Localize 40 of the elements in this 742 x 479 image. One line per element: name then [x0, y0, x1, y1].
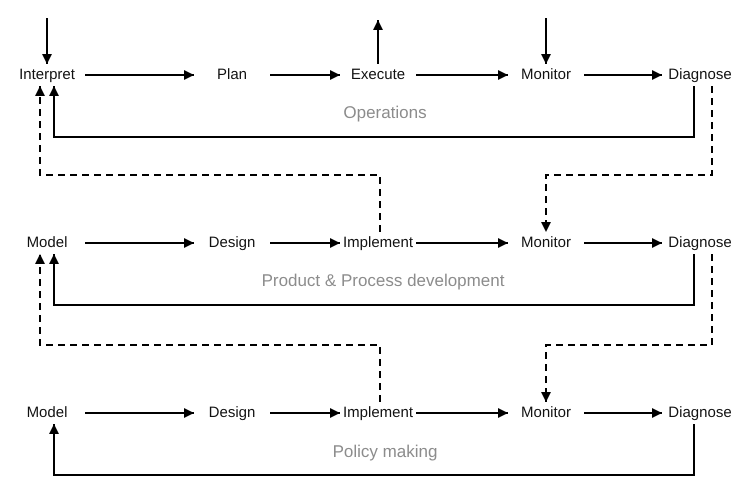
- arrow: [49, 86, 695, 138]
- step-label: Design: [194, 232, 270, 254]
- step-label: Execute: [340, 64, 416, 86]
- step-label: Implement: [340, 232, 416, 254]
- step-label: Diagnose: [662, 402, 738, 424]
- step-label: Design: [194, 402, 270, 424]
- row-title: Operations: [343, 103, 427, 123]
- arrow: [49, 254, 695, 306]
- step-label: Model: [9, 232, 85, 254]
- step-label: Monitor: [508, 232, 584, 254]
- step-label: Monitor: [508, 402, 584, 424]
- step-label: Diagnose: [662, 64, 738, 86]
- row-title: Policy making: [332, 442, 438, 462]
- step-label: Model: [9, 402, 85, 424]
- arrow: [584, 70, 662, 80]
- row-title: Product & Process development: [262, 271, 504, 291]
- step-label: Diagnose: [662, 232, 738, 254]
- arrow: [541, 18, 551, 64]
- arrow: [85, 70, 194, 80]
- dashed-arrow: [35, 254, 381, 402]
- dashed-arrow: [541, 86, 713, 232]
- arrow: [85, 238, 194, 248]
- step-label: Interpret: [9, 64, 85, 86]
- step-label: Implement: [340, 402, 416, 424]
- dashed-arrow: [35, 86, 381, 232]
- arrow: [85, 408, 194, 418]
- arrow: [270, 408, 340, 418]
- arrow: [42, 18, 52, 64]
- arrow: [270, 70, 340, 80]
- arrow: [584, 238, 662, 248]
- dashed-arrow: [541, 254, 713, 402]
- step-label: Plan: [194, 64, 270, 86]
- step-label: Monitor: [508, 64, 584, 86]
- arrow: [416, 70, 508, 80]
- arrow: [416, 238, 508, 248]
- arrow: [373, 20, 383, 64]
- arrow: [49, 424, 695, 476]
- arrow: [584, 408, 662, 418]
- arrow: [270, 238, 340, 248]
- arrow: [416, 408, 508, 418]
